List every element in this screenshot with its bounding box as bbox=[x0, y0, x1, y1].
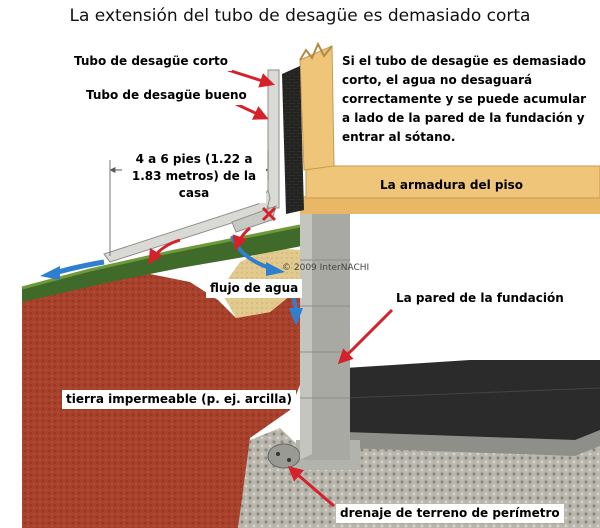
floor-framing-label: La armadura del piso bbox=[380, 178, 523, 192]
perimeter-drain-pointer-arrow bbox=[287, 466, 335, 508]
perimeter-drain-pipe bbox=[267, 443, 301, 469]
wall-broken-top bbox=[299, 41, 333, 61]
good-pipe-label: Tubo de desagüe bueno bbox=[82, 86, 251, 105]
foundation-wall-face bbox=[300, 208, 312, 460]
grass-highlight bbox=[21, 224, 301, 290]
water-arrowhead-short bbox=[266, 262, 285, 276]
wall-sheathing bbox=[299, 45, 335, 171]
foundation-wall-pointer-arrow bbox=[337, 308, 394, 365]
short-downspout-extension bbox=[231, 205, 277, 233]
water-flow-arrow-good bbox=[57, 259, 105, 275]
x-mark-icon bbox=[261, 206, 277, 222]
distance-label: 4 a 6 pies (1.22 a 1.83 metros) de la ca… bbox=[122, 150, 266, 203]
short-pipe-pointer-arrow bbox=[227, 68, 275, 88]
short-extension-curve-arrow bbox=[232, 226, 251, 251]
foundation-wall-label: La pared de la fundación bbox=[392, 289, 568, 308]
floor-joist bbox=[305, 165, 600, 199]
downspout bbox=[267, 69, 280, 209]
water-arrowhead-good bbox=[40, 266, 60, 280]
slab-joint bbox=[344, 387, 600, 399]
water-arrowhead-down bbox=[289, 308, 303, 326]
basement-slab bbox=[345, 360, 600, 444]
good-extension-curve-arrow bbox=[148, 238, 181, 265]
watermark: © 2009 InterNACHI bbox=[282, 263, 370, 273]
good-pipe-pointer-arrow bbox=[235, 102, 269, 120]
sill-plate bbox=[300, 196, 600, 214]
perimeter-drain-label: drenaje de terreno de perímetro bbox=[336, 504, 564, 523]
slab-edge bbox=[345, 430, 600, 456]
diagram-title: La extensión del tubo de desagüe es dema… bbox=[69, 6, 531, 26]
brick-veneer bbox=[282, 66, 304, 214]
water-flow-label: flujo de agua bbox=[206, 279, 303, 298]
drain-hole bbox=[287, 458, 291, 462]
short-pipe-note: Si el tubo de desagüe es demasiado corto… bbox=[342, 54, 587, 144]
short-pipe-label: Tubo de desagüe corto bbox=[70, 52, 233, 71]
impermeable-soil-label: tierra impermeable (p. ej. arcilla) bbox=[62, 390, 296, 409]
drain-hole bbox=[276, 452, 280, 456]
